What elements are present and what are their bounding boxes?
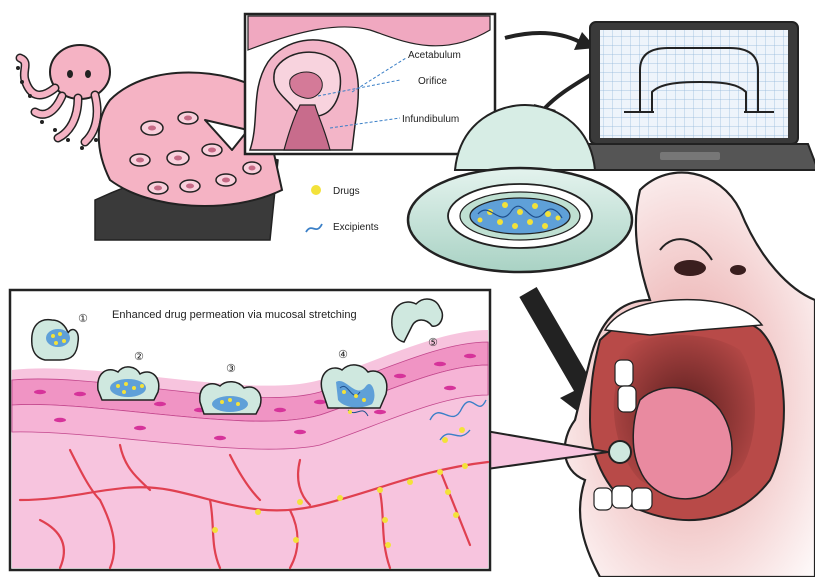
step-1-patch [31, 318, 80, 361]
label-infundibulum: Infundibulum [402, 114, 459, 125]
face-icon [563, 171, 815, 577]
step-4-label: ④ [338, 348, 348, 361]
step-3-patch [199, 381, 262, 415]
step-3-label: ③ [226, 362, 236, 375]
step-5-patch [391, 298, 444, 343]
step-1-label: ① [78, 312, 88, 325]
patch-in-mouth [608, 440, 632, 464]
octopus-icon [15, 44, 111, 150]
mechanism-panel: Enhanced drug permeation via mucosal str… [8, 288, 609, 572]
mechanism-title: Enhanced drug permeation via mucosal str… [112, 309, 357, 321]
octopus-arm-suckers [94, 71, 284, 241]
laptop-icon [570, 21, 815, 171]
step-2-label: ② [134, 350, 144, 363]
legend: Drugs Excipients [305, 185, 379, 233]
excipient-squiggle-icon [305, 223, 323, 233]
step-5-label: ⑤ [428, 336, 438, 349]
step-4-patch [320, 364, 388, 417]
sucker-anatomy-callout: Acetabulum Orifice Infundibulum [204, 12, 497, 156]
legend-excipients: Excipients [333, 222, 379, 233]
step-2-patch [97, 366, 160, 401]
patch-device-icon [406, 103, 634, 274]
drug-dot-icon [311, 185, 321, 195]
label-acetabulum: Acetabulum [408, 50, 461, 61]
label-orifice: Orifice [418, 76, 447, 87]
legend-drugs: Drugs [333, 186, 360, 197]
